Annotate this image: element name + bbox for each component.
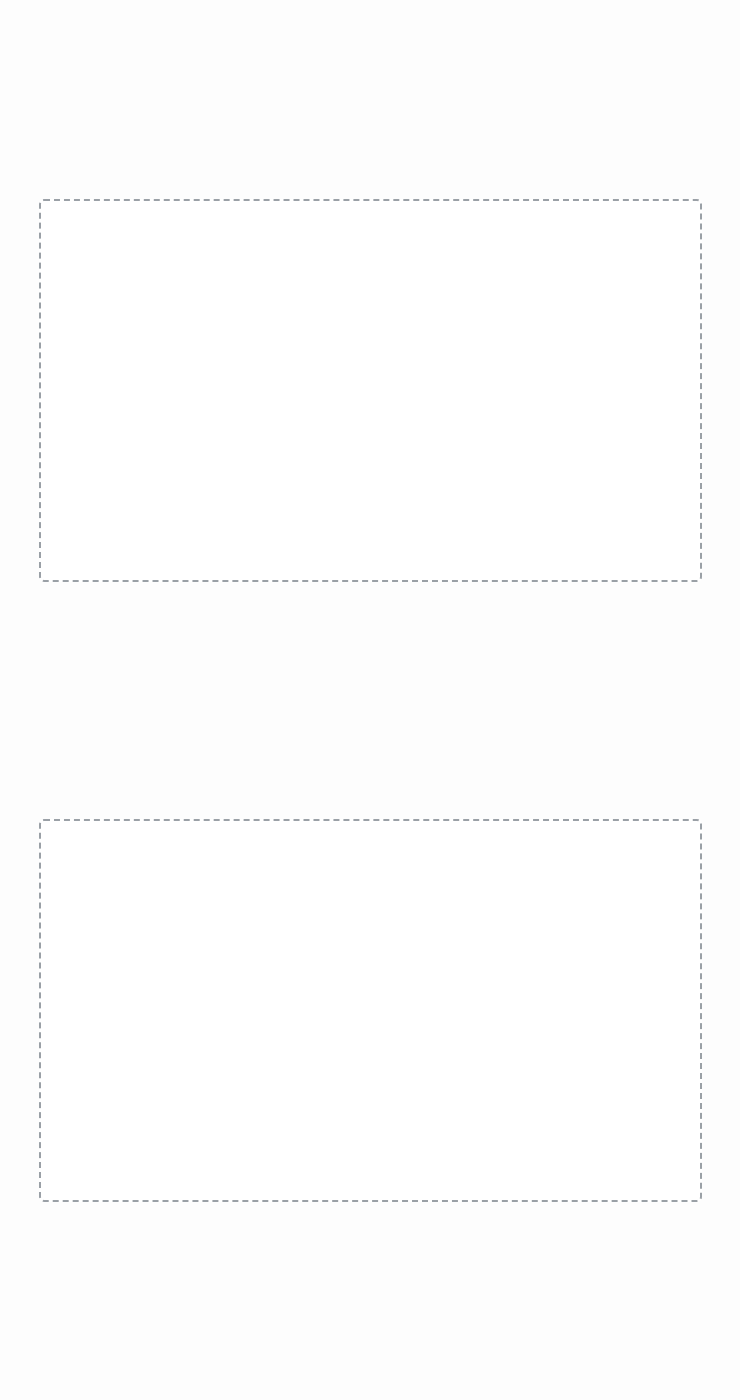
top-empty-placeholder <box>39 199 702 582</box>
bottom-empty-placeholder <box>39 819 702 1202</box>
